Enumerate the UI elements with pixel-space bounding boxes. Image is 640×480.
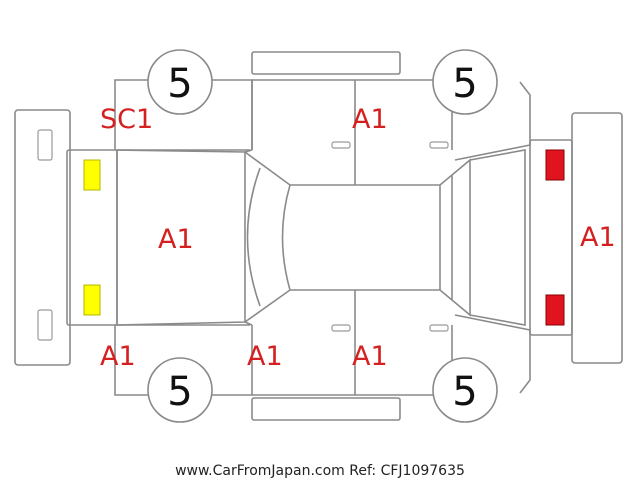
rear-lamp-bottom — [545, 294, 565, 326]
damage-code-right-side-rear: A1 — [352, 341, 388, 372]
tire-rear-left-value: 5 — [167, 369, 192, 415]
roof-and-glass — [244, 149, 471, 326]
damage-code-roof-top-side: A1 — [352, 104, 388, 135]
damage-code-hood: A1 — [158, 224, 194, 255]
top-side-skirt — [251, 51, 401, 75]
front-lamp-bottom — [83, 284, 101, 316]
damage-code-right-side-front: A1 — [247, 341, 283, 372]
top-body-side — [114, 79, 531, 185]
rear-lamp-top — [545, 149, 565, 181]
front-bumper — [14, 109, 71, 366]
tire-rear-right: 5 — [432, 357, 498, 423]
footer-credit: www.CarFromJapan.com Ref: CFJ1097635 — [175, 463, 465, 479]
damage-code-front-bumper-left: SC1 — [100, 104, 153, 135]
tire-front-left: 5 — [147, 49, 213, 115]
tire-rear-left: 5 — [147, 357, 213, 423]
bottom-side-skirt — [251, 397, 401, 421]
tire-front-right-value: 5 — [452, 61, 477, 107]
tire-front-left-value: 5 — [167, 61, 192, 107]
damage-code-front-bumper-right: A1 — [100, 341, 136, 372]
front-lamp-top — [83, 159, 101, 191]
rear-deck — [469, 139, 573, 336]
damage-code-rear-panel: A1 — [580, 222, 616, 253]
tire-rear-right-value: 5 — [452, 369, 477, 415]
tire-front-right: 5 — [432, 49, 498, 115]
